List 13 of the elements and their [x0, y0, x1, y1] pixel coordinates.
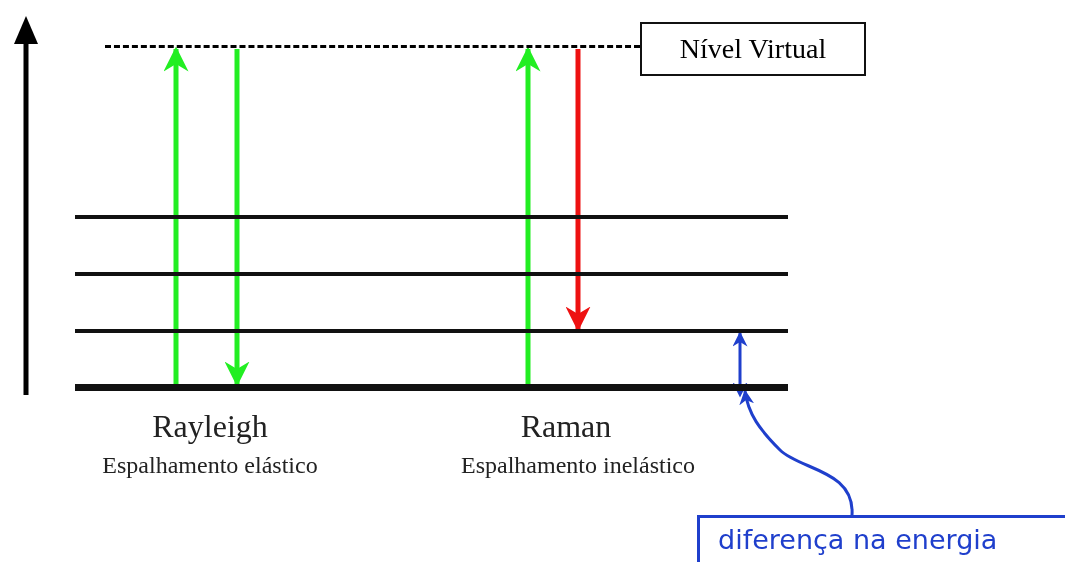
arrow — [732, 331, 748, 398]
arrow — [515, 46, 541, 384]
arrow — [163, 46, 189, 384]
arrow — [565, 49, 591, 332]
virtual-level-line — [105, 45, 640, 49]
scattering-type: Espalhamento elástico — [102, 452, 318, 479]
arrow — [224, 49, 250, 387]
note-box: diferença na energia — [697, 515, 1065, 562]
scattering-type: Espalhamento inelástico — [461, 452, 695, 479]
leader-line — [739, 389, 854, 516]
scattering-name: Raman — [520, 408, 612, 445]
level-label-box: Nível Virtual — [640, 22, 866, 76]
scattering-name: Rayleigh — [152, 408, 268, 445]
